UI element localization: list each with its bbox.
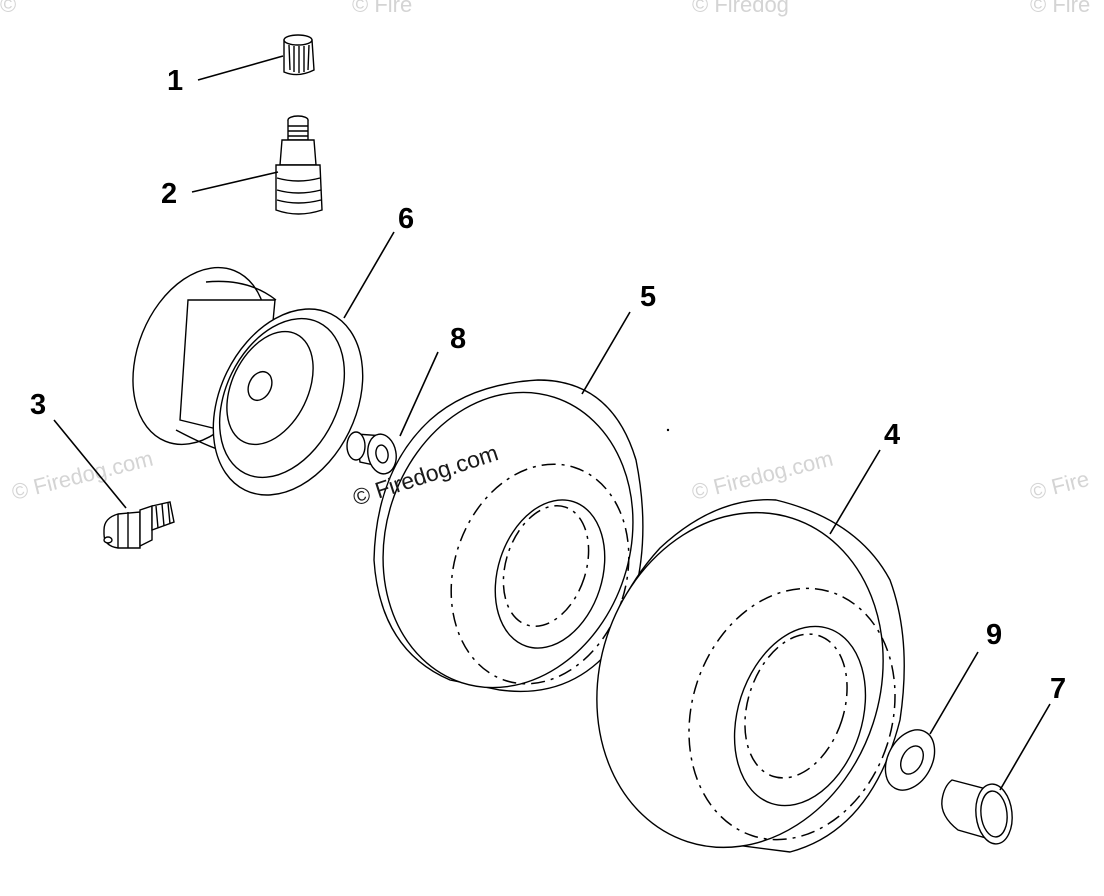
grease-fitting-icon [103,501,175,549]
leader-line-6 [343,231,395,319]
stray-dot [666,428,670,432]
wheel-rim-icon [132,266,364,496]
callout-5: 5 [640,281,656,313]
bushing-icon [346,431,397,475]
leader-line-8 [399,351,439,437]
watermark-edge-mid: © Firedog.com [689,446,835,505]
valve-stem-icon [275,115,323,215]
callout-9: 9 [986,619,1002,651]
watermark-top-4: © Fire [1030,0,1090,17]
callout-3: 3 [30,389,46,421]
tire-icon [373,379,644,693]
callout-8: 8 [450,323,466,355]
leader-line-5 [581,311,631,395]
washer-icon [884,729,936,791]
cap-icon [941,779,1013,845]
leader-line-1 [197,55,284,81]
leader-line-4 [829,449,881,535]
callout-1: 1 [167,65,183,97]
watermark-edge-right: © Fire [1027,466,1091,505]
leader-line-3 [53,419,127,509]
leader-line-2 [191,171,279,193]
leader-line-7 [999,703,1051,791]
callout-2: 2 [161,178,177,210]
callout-4: 4 [884,419,900,451]
callout-6: 6 [398,203,414,235]
valve-cap-icon [283,34,315,76]
watermark-top-3: © Firedog [692,0,789,17]
watermark-top-1: © [0,0,16,17]
tire-icon [596,499,905,853]
leader-line-9 [929,651,979,735]
watermark-top-2: © Fire [352,0,412,17]
callout-7: 7 [1050,673,1066,705]
